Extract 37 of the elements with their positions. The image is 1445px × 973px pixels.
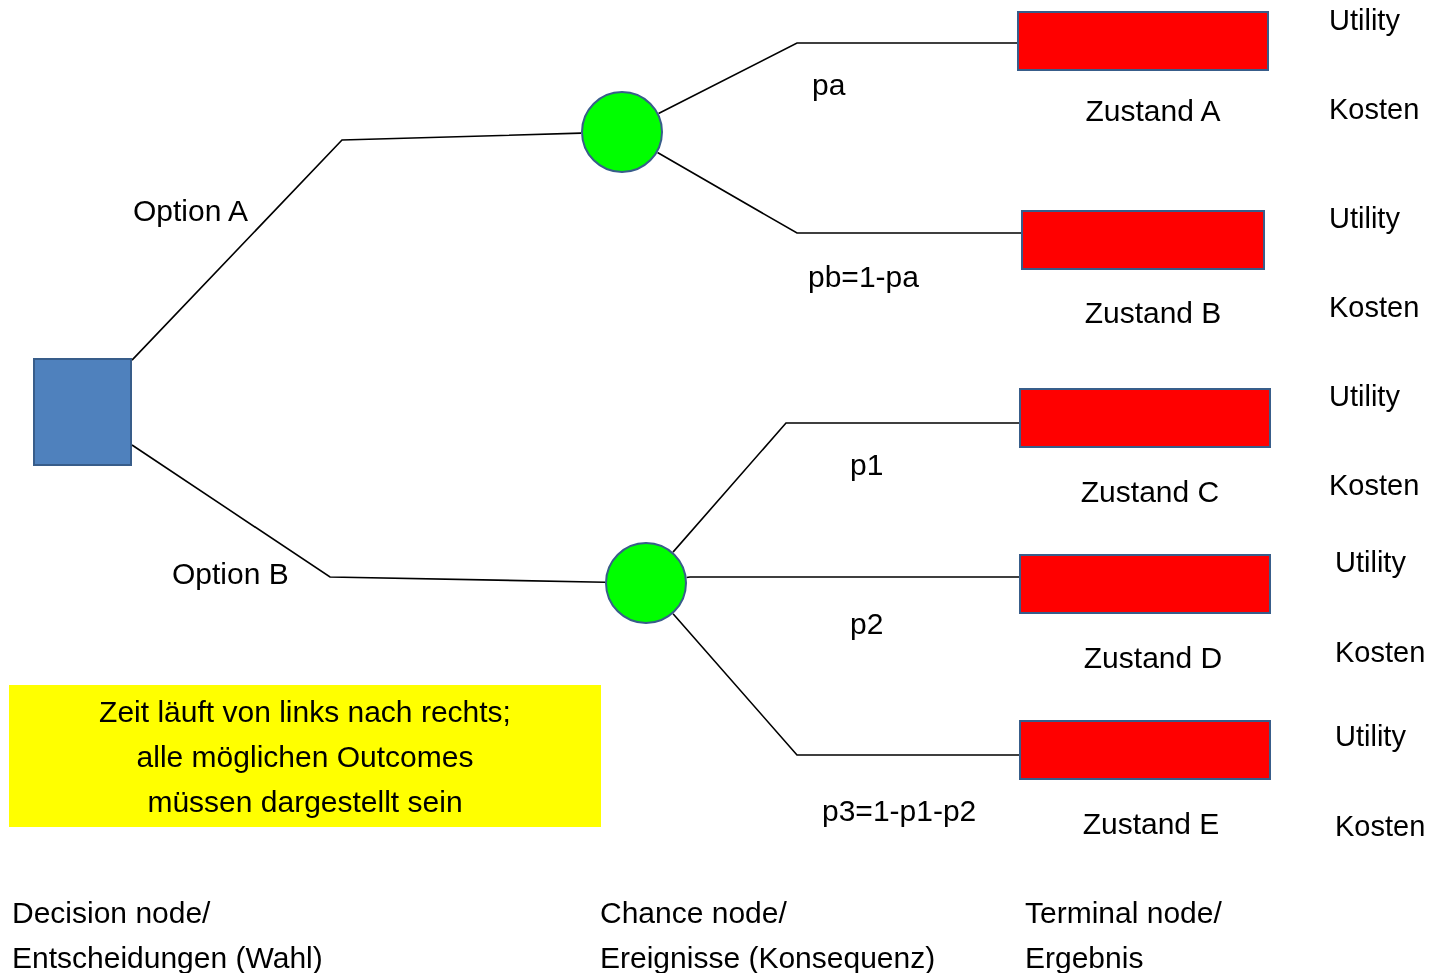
note-text: Zeit läuft von links nach rechts; alle möglichen Outcomes müssen dargestellt sein	[98, 693, 512, 820]
edge-label: Option B	[172, 559, 289, 589]
cost-label: Kosten	[1335, 638, 1426, 667]
edge-label: pb=1-pa	[808, 262, 919, 292]
edge-label: p1	[850, 450, 884, 480]
utility-label: Utility	[1329, 382, 1400, 411]
cost-label: Kosten	[1329, 293, 1420, 322]
utility-label: Utility	[1335, 548, 1406, 577]
branch-line	[672, 613, 1020, 756]
state-label: Zustand A	[1085, 96, 1221, 126]
state-label: Zustand C	[1080, 477, 1220, 507]
branch-line	[131, 444, 606, 583]
note-box	[9, 685, 601, 827]
branch-line	[657, 42, 1018, 115]
terminal-node-bar	[1019, 554, 1271, 614]
terminal-node-bar	[1021, 210, 1265, 270]
utility-label: Utility	[1329, 6, 1400, 35]
state-label: Zustand B	[1084, 298, 1222, 328]
branch-line	[131, 132, 582, 361]
branch-line	[656, 151, 1022, 234]
terminal-node-bar	[1019, 720, 1271, 780]
cost-label: Kosten	[1329, 95, 1420, 124]
terminal-node-bar	[1019, 388, 1271, 448]
utility-label: Utility	[1329, 204, 1400, 233]
edge-label: pa	[812, 70, 846, 100]
edge-label: Option A	[133, 196, 249, 226]
cost-label: Kosten	[1329, 471, 1420, 500]
branch-line	[672, 422, 1020, 553]
cost-label: Kosten	[1335, 812, 1426, 841]
edge-label: p2	[850, 609, 884, 639]
edge-label: p3=1-p1-p2	[822, 796, 977, 826]
state-label: Zustand E	[1082, 809, 1220, 839]
utility-label: Utility	[1335, 722, 1406, 751]
state-label: Zustand D	[1083, 643, 1223, 673]
terminal-node-bar	[1017, 11, 1269, 71]
decision-node-square	[33, 358, 132, 466]
branch-line	[685, 576, 1020, 579]
